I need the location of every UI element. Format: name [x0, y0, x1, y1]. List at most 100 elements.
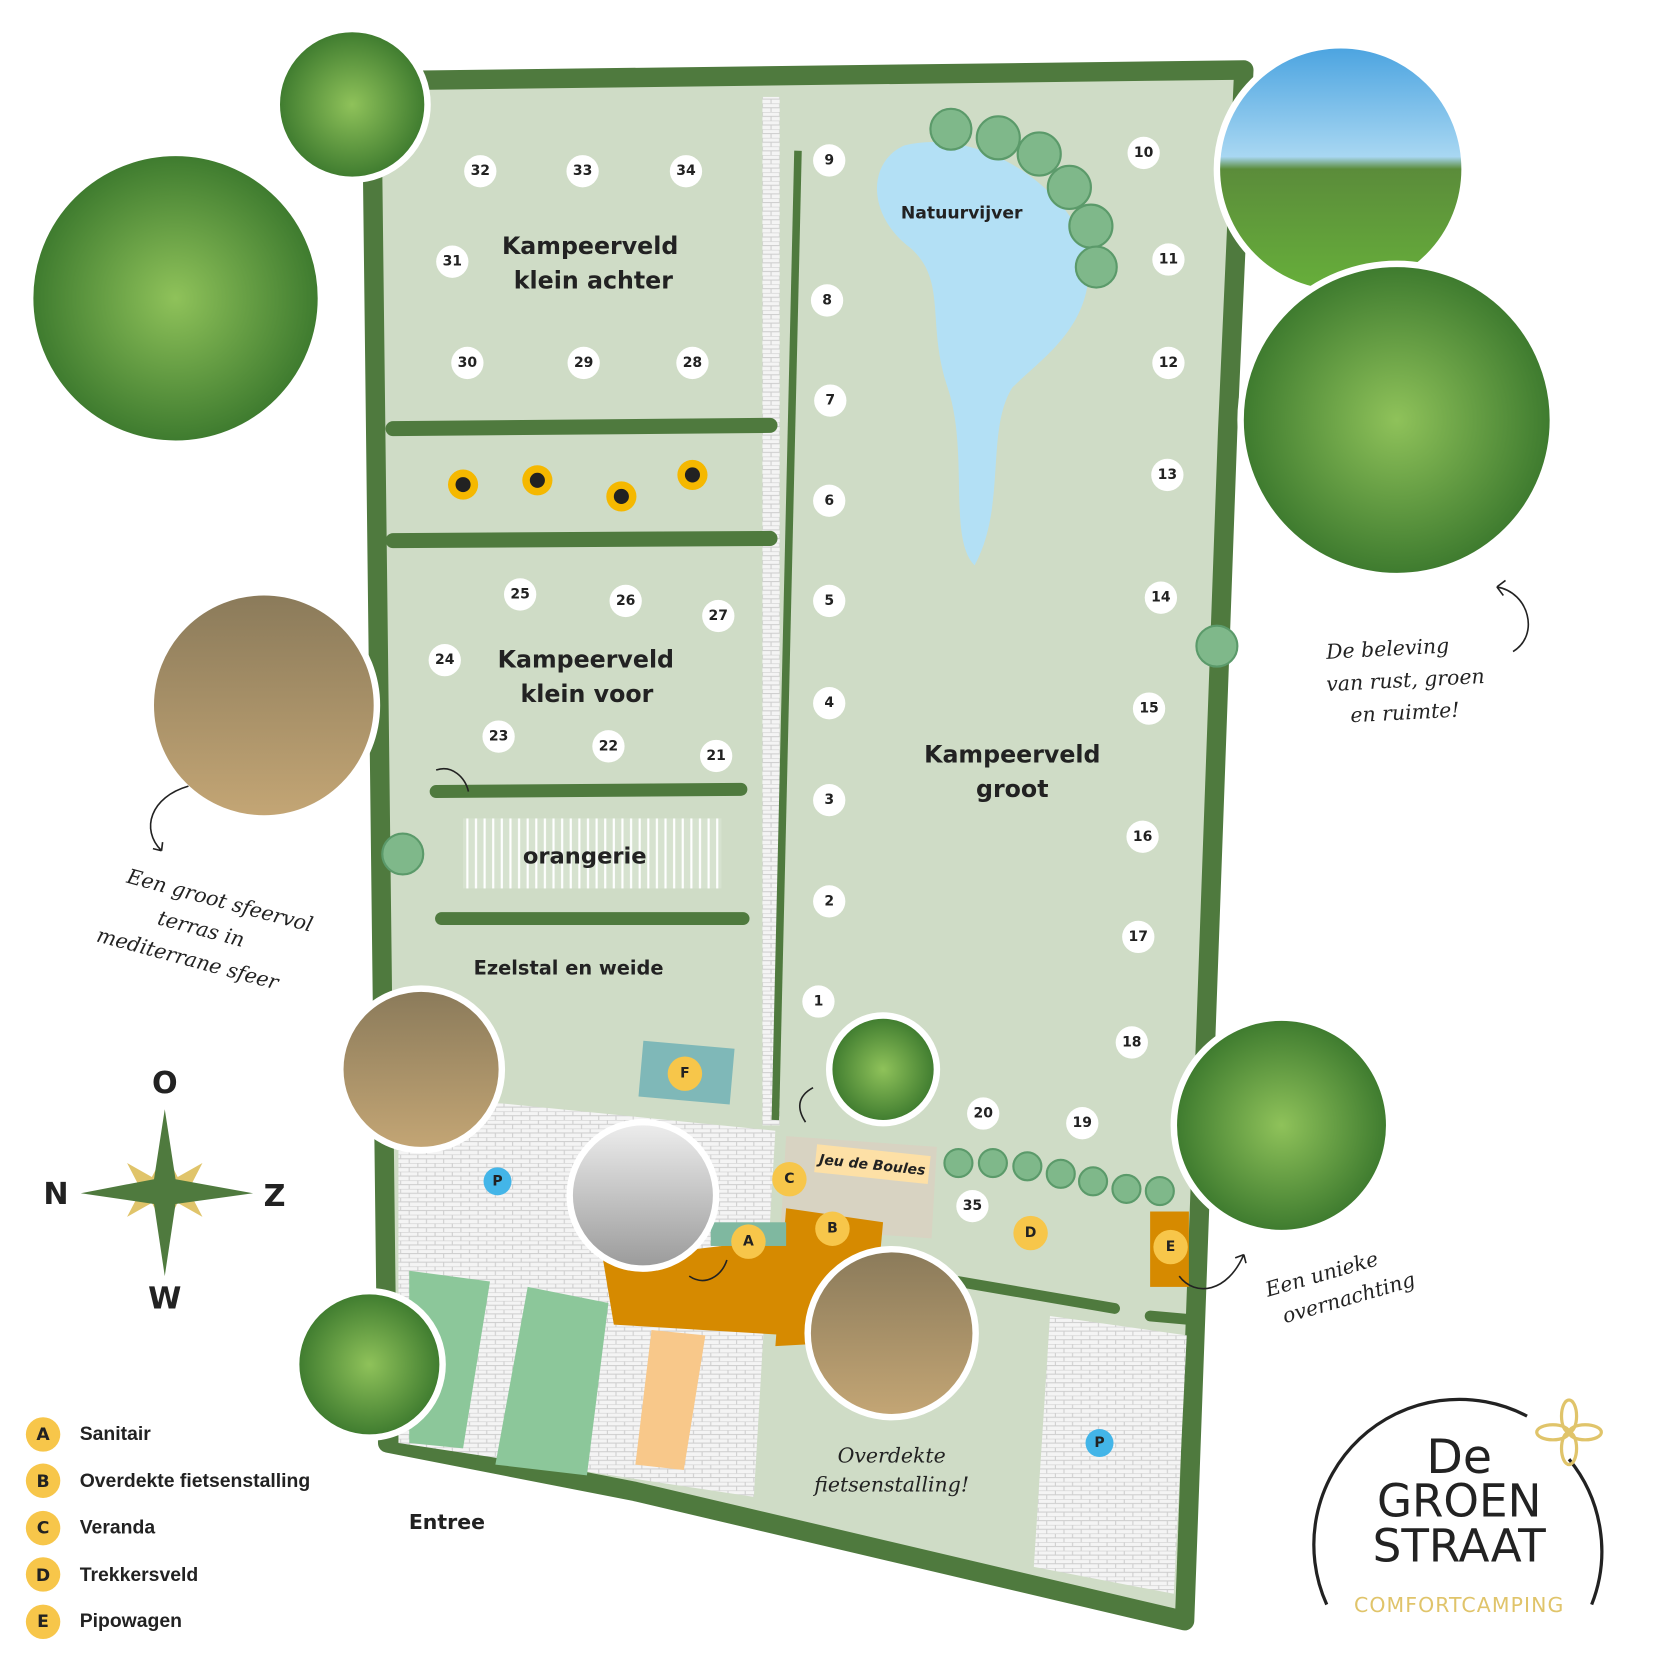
pitch-7[interactable]: 7 [814, 384, 847, 417]
photo-terrace [147, 589, 381, 822]
pitch-number: 9 [824, 152, 834, 168]
photo-donkey [337, 985, 506, 1154]
arrow-icon [799, 1086, 814, 1123]
photo-flowers [273, 25, 431, 184]
donkey-label: Ezelstal en weide [474, 957, 664, 980]
pitch-8[interactable]: 8 [810, 284, 844, 317]
arrow-icon [1178, 1253, 1247, 1290]
pitch-30[interactable]: 30 [451, 346, 484, 380]
pitch-number: 26 [616, 593, 635, 609]
pitch-10[interactable]: 10 [1127, 136, 1160, 170]
pitch-number: 27 [709, 608, 728, 624]
legend-marker: E [25, 1604, 61, 1639]
legend-marker: A [25, 1416, 61, 1452]
pitch-number: 25 [510, 586, 529, 602]
arrow-icon [149, 785, 189, 852]
arrow-icon [435, 767, 470, 792]
pitch-2[interactable]: 2 [813, 885, 846, 918]
entrance-greenery-2 [495, 1286, 609, 1476]
pitch-number: 24 [435, 652, 455, 668]
pitch-16[interactable]: 16 [1126, 820, 1159, 853]
pitch-35[interactable]: 35 [956, 1189, 989, 1223]
logo-line3: STRAAT [1373, 1520, 1547, 1573]
pitch-number: 8 [822, 292, 832, 308]
pitch-9[interactable]: 9 [813, 144, 846, 177]
pitch-21[interactable]: 21 [699, 739, 733, 773]
pitch-20[interactable]: 20 [967, 1097, 1000, 1130]
central-hedge [771, 150, 802, 1121]
facility-marker-e[interactable]: E [1153, 1229, 1188, 1265]
legend-marker: B [25, 1463, 61, 1499]
field-klein-voor-label-2: klein voor [520, 680, 653, 708]
facility-marker-b[interactable]: B [815, 1211, 850, 1246]
photo-tent [1237, 260, 1557, 580]
svg-text:De beleving: De beleving [1324, 633, 1449, 663]
facility-marker-a[interactable]: A [731, 1224, 766, 1259]
pitch-34[interactable]: 34 [669, 155, 703, 188]
facility-marker-c[interactable]: C [772, 1161, 807, 1197]
pitch-19[interactable]: 19 [1066, 1107, 1099, 1140]
pitch-17[interactable]: 17 [1122, 920, 1155, 954]
pitch-number: 31 [443, 254, 462, 270]
marker-letter: C [784, 1171, 794, 1187]
pitch-number: 7 [825, 393, 835, 409]
pitch-4[interactable]: 4 [813, 687, 846, 720]
photo-bike-shed [804, 1245, 979, 1421]
parking-marker-p[interactable]: P [483, 1167, 512, 1196]
parking-marker-p[interactable]: P [1085, 1429, 1114, 1458]
pitch-11[interactable]: 11 [1152, 243, 1185, 276]
annotation-fiets: Overdekte fietsenstalling! [812, 1443, 969, 1496]
pitch-number: 6 [824, 493, 834, 509]
compass-west: W [148, 1281, 181, 1316]
pitch-1[interactable]: 1 [802, 985, 835, 1018]
pitch-23[interactable]: 23 [482, 720, 515, 753]
photo-pond-view [1213, 41, 1468, 297]
pitch-28[interactable]: 28 [676, 346, 709, 380]
facility-markers: A B C D E F P P [483, 1056, 1188, 1458]
facility-marker-f[interactable]: F [667, 1056, 703, 1091]
marker-letter: E [1166, 1239, 1176, 1255]
pond-label: Natuurvijver [901, 204, 1023, 224]
logo-line2: GROEN [1377, 1474, 1541, 1527]
pitch-number: 30 [458, 355, 478, 371]
pitch-33[interactable]: 33 [566, 155, 599, 188]
pitch-number: 20 [973, 1106, 993, 1122]
marker-letter: A [743, 1234, 754, 1250]
pitch-number: 33 [573, 163, 592, 179]
pitch-27[interactable]: 27 [702, 599, 735, 633]
svg-text:en ruimte!: en ruimte! [1350, 698, 1460, 728]
pitch-15[interactable]: 15 [1132, 692, 1166, 725]
pitch-number: 34 [676, 163, 696, 179]
pitch-13[interactable]: 13 [1151, 458, 1184, 492]
pitch-14[interactable]: 14 [1144, 581, 1178, 614]
compass-south: Z [264, 1179, 286, 1214]
pitch-number: 1 [814, 994, 824, 1010]
pitch-number: 10 [1134, 145, 1154, 161]
pitch-number: 21 [706, 748, 725, 764]
pitch-number: 18 [1122, 1034, 1141, 1050]
pitch-3[interactable]: 3 [813, 783, 846, 817]
pitch-number: 14 [1151, 590, 1171, 606]
pitch-25[interactable]: 25 [503, 578, 537, 611]
field-klein-voor-label: Kampeerveld [498, 646, 674, 674]
legend-label: Trekkersveld [79, 1563, 199, 1585]
pitch-12[interactable]: 12 [1152, 346, 1185, 380]
pitch-6[interactable]: 6 [813, 484, 846, 517]
hedges [385, 417, 1193, 1325]
pitch-22[interactable]: 22 [592, 730, 625, 763]
pitch-29[interactable]: 29 [567, 346, 600, 380]
annotation-rust: De beleving van rust, groen en ruimte! [1324, 633, 1485, 728]
pitch-5[interactable]: 5 [813, 584, 846, 618]
facility-marker-d[interactable]: D [1013, 1215, 1048, 1251]
pitch-31[interactable]: 31 [436, 245, 469, 278]
pitch-24[interactable]: 24 [428, 643, 461, 677]
annotation-pipo: Een unieke overnachting [1262, 1247, 1418, 1329]
logo-tagline: COMFORTCAMPING [1354, 1593, 1564, 1617]
pitch-26[interactable]: 26 [609, 584, 642, 618]
pitch-18[interactable]: 18 [1115, 1026, 1148, 1059]
pond [876, 142, 1090, 566]
compass-east: O [152, 1066, 178, 1101]
pitch-32[interactable]: 32 [464, 155, 497, 188]
